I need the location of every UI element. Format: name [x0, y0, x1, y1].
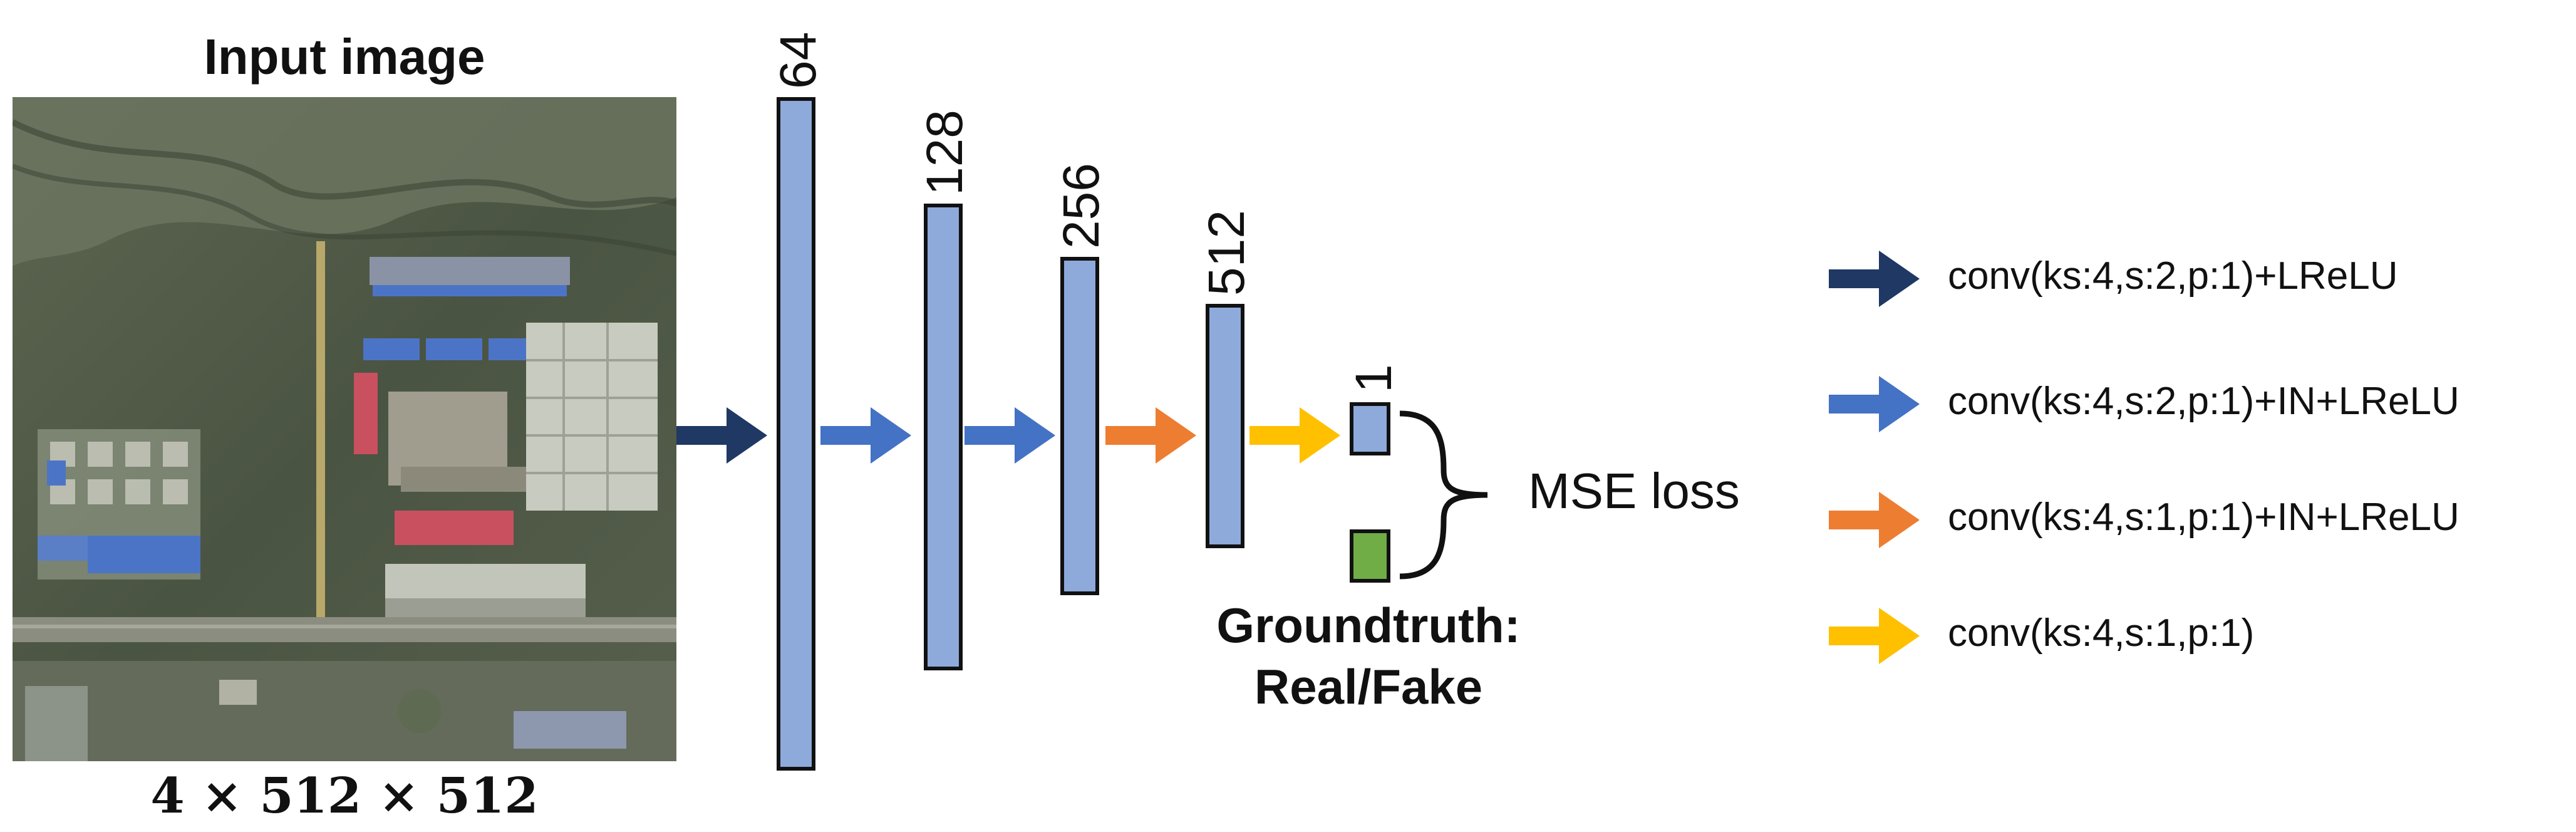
legend-item-1: conv(ks:4,s:2,p:1)+LReLU	[1829, 241, 2574, 310]
groundtruth-line-1: Groundtruth:	[1216, 598, 1521, 653]
mse-loss-label: MSE loss	[1528, 463, 1740, 519]
conv-layer-512	[1206, 304, 1244, 548]
conv-layer-128	[924, 204, 963, 670]
blue-arrow-icon	[1829, 376, 1920, 432]
output-map	[1350, 402, 1390, 455]
satellite-scene	[13, 97, 676, 761]
layer-label-128: 128	[916, 110, 973, 195]
legend-item-3: conv(ks:4,s:1,p:1)+IN+LReLU	[1829, 482, 2574, 551]
dark-navy-arrow-icon	[1829, 251, 1920, 307]
yellow-arrow-icon	[1249, 407, 1340, 464]
dark-navy-arrow-icon	[676, 407, 767, 464]
input-dimensions: 4 × 512 × 512	[150, 767, 539, 824]
layer-label-512: 512	[1198, 210, 1255, 296]
conv-layer-64	[777, 97, 815, 771]
blue-arrow-icon	[965, 407, 1055, 464]
yellow-arrow-icon	[1829, 608, 1920, 664]
layer-label-256: 256	[1053, 163, 1110, 249]
groundtruth-label: Groundtruth: Real/Fake	[1206, 595, 1531, 717]
legend-item-2: conv(ks:4,s:2,p:1)+IN+LReLU	[1829, 367, 2574, 435]
legend-label-1: conv(ks:4,s:2,p:1)+LReLU	[1948, 254, 2398, 298]
brace-icon	[1399, 410, 1488, 580]
conv-layer-256	[1060, 257, 1099, 595]
blue-arrow-icon	[820, 407, 911, 464]
layer-label-64: 64	[770, 31, 827, 89]
layer-label-1: 1	[1345, 364, 1402, 393]
groundtruth-line-2: Real/Fake	[1254, 658, 1483, 714]
orange-arrow-icon	[1105, 407, 1196, 464]
legend-item-4: conv(ks:4,s:1,p:1)	[1829, 598, 2574, 667]
input-satellite-image	[13, 97, 676, 761]
input-image-title: Input image	[204, 29, 485, 85]
legend-label-4: conv(ks:4,s:1,p:1)	[1948, 611, 2255, 655]
groundtruth-box	[1350, 529, 1390, 583]
legend-label-2: conv(ks:4,s:2,p:1)+IN+LReLU	[1948, 380, 2460, 423]
legend-label-3: conv(ks:4,s:1,p:1)+IN+LReLU	[1948, 496, 2460, 539]
orange-arrow-icon	[1829, 492, 1920, 548]
